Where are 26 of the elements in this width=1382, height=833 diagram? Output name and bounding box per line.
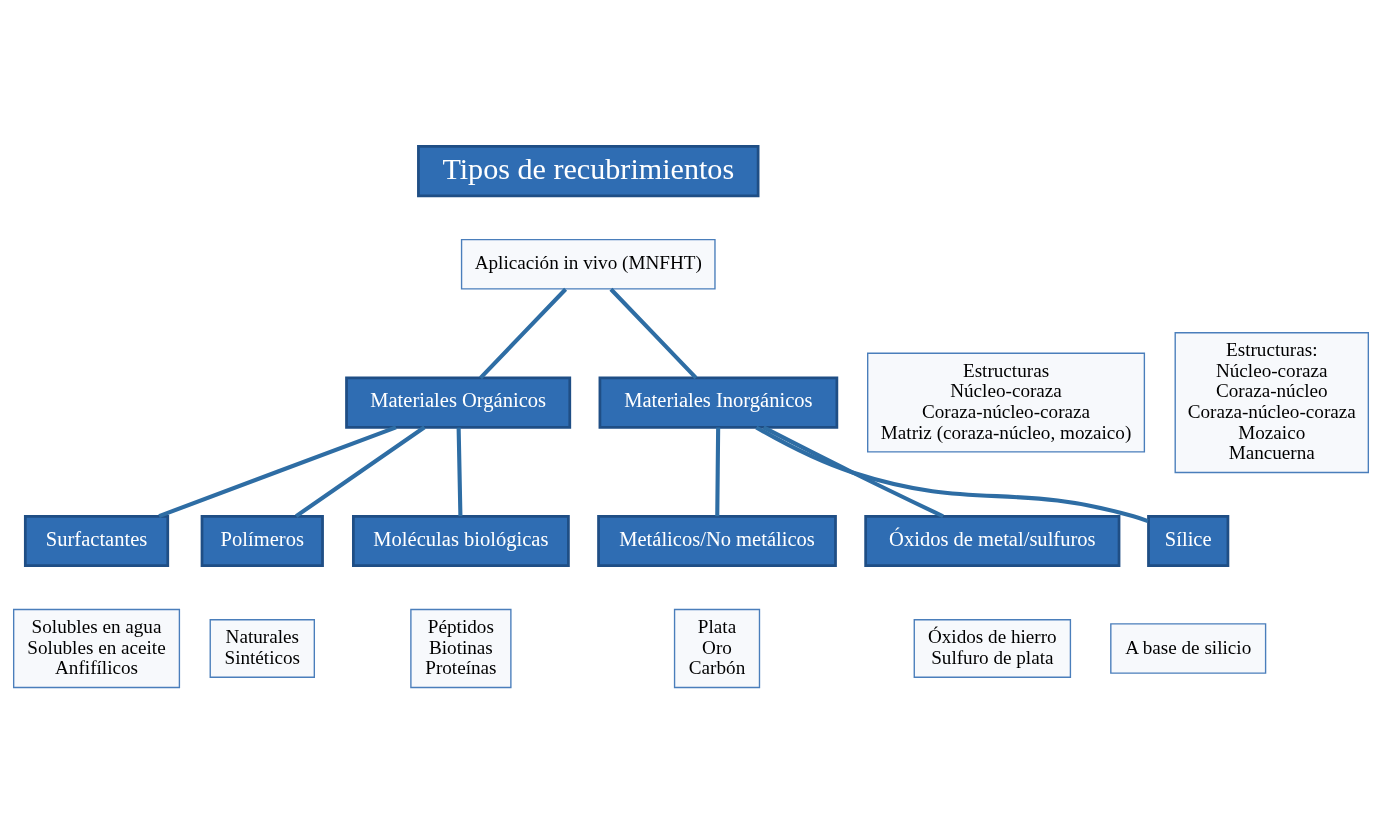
connector bbox=[762, 425, 944, 518]
node-box: Óxidos de metal/sulfuros bbox=[864, 514, 1121, 567]
node-box: Solubles en agua Solubles en aceite Anfifílicos bbox=[13, 608, 181, 688]
connector bbox=[715, 427, 721, 516]
node-box: Aplicación in vivo (MNFHT) bbox=[460, 238, 716, 290]
node-box: Estructuras: Núcleo-coraza Coraza-núcleo Coraza-núcleo-coraza Mozaico Mancuerna bbox=[1174, 331, 1369, 473]
node-box: A base de silicio bbox=[1110, 622, 1267, 674]
node-box: Naturales Sintéticos bbox=[209, 618, 315, 678]
connector bbox=[158, 424, 397, 518]
connector bbox=[456, 427, 463, 516]
node-box: Estructuras Núcleo-coraza Coraza-núcleo-coraza Matriz (coraza-núcleo, mozaico) bbox=[867, 352, 1146, 453]
node-box: Surfactantes bbox=[23, 514, 170, 567]
connector bbox=[295, 425, 426, 518]
node-box: Óxidos de hierro Sulfuro de plata bbox=[913, 618, 1072, 678]
node-box: Materiales Inorgánicos bbox=[598, 376, 839, 429]
connector bbox=[479, 287, 568, 379]
node-box: Moléculas biológicas bbox=[352, 514, 570, 567]
connector bbox=[609, 287, 698, 379]
node-box: Sílice bbox=[1147, 514, 1230, 567]
node-box: Polímeros bbox=[200, 514, 324, 567]
node-box: Materiales Orgánicos bbox=[345, 376, 572, 429]
node-box: Tipos de recubrimientos bbox=[417, 144, 760, 197]
node-box: Plata Oro Carbón bbox=[673, 608, 761, 688]
connector bbox=[755, 425, 1149, 523]
node-box: Metálicos/No metálicos bbox=[597, 514, 837, 567]
node-box: Péptidos Biotinas Proteínas bbox=[410, 608, 512, 688]
